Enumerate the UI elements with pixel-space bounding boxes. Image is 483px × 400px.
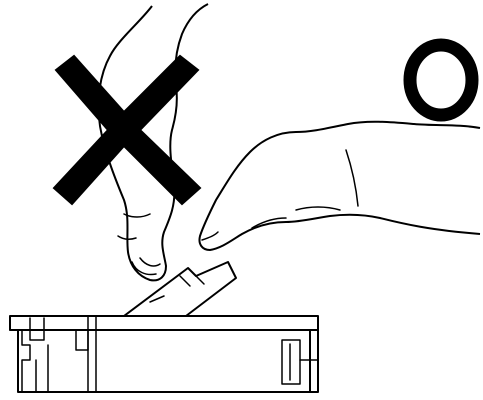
ink-cartridge-icon bbox=[10, 316, 318, 392]
hand-icon bbox=[199, 122, 480, 250]
circle-mark-icon bbox=[410, 45, 472, 115]
